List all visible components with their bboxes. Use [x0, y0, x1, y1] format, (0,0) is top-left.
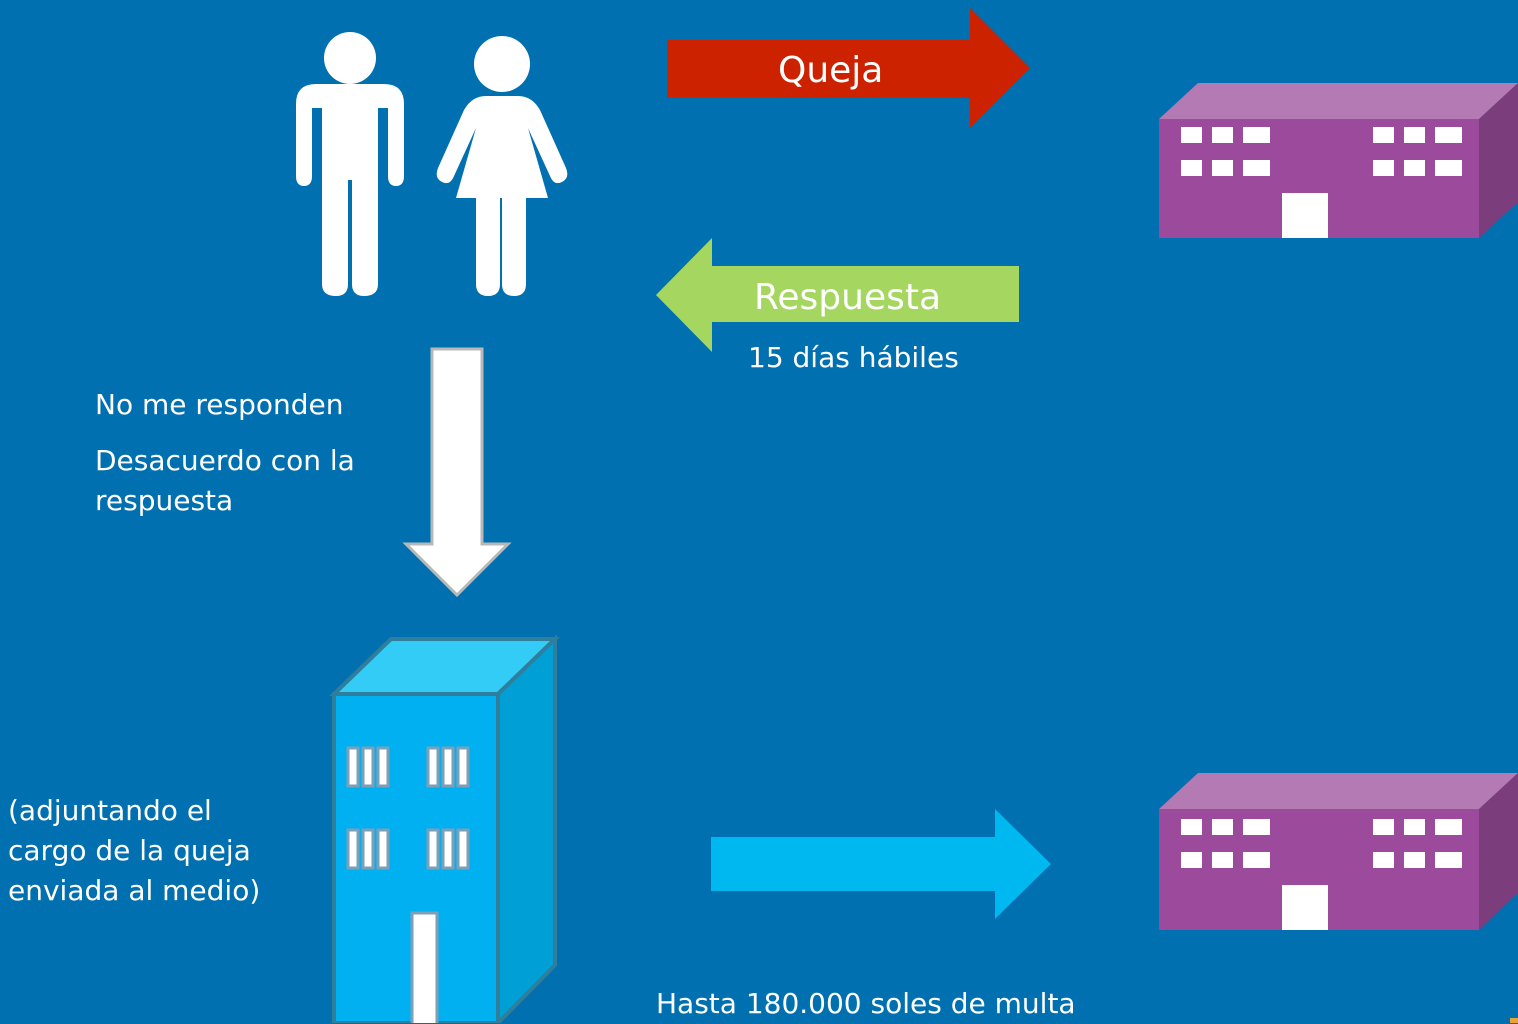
- complaint-label: Queja: [778, 50, 884, 91]
- man-icon: [296, 32, 404, 296]
- escalation-arrow: [402, 347, 512, 598]
- media-building-icon: [1159, 83, 1518, 238]
- escalation-reason-2: Desacuerdo con la respuesta: [95, 444, 355, 517]
- forward-arrow: [711, 809, 1051, 919]
- response-deadline: 15 días hábiles: [748, 341, 959, 374]
- regulator-building-icon: [329, 634, 560, 1023]
- woman-icon: [436, 36, 568, 296]
- media-building-icon-2: [1159, 773, 1518, 930]
- penalty-note: Hasta 180.000 soles de multa: [656, 987, 1076, 1020]
- escalation-reason-1: No me responden: [95, 388, 344, 421]
- complaint-arrow: [667, 8, 1030, 128]
- attachment-note: (adjuntando el cargo de la queja enviada…: [8, 794, 261, 907]
- response-arrow: [656, 238, 1019, 352]
- response-label: Respuesta: [754, 277, 942, 318]
- corner-accent: [1510, 1018, 1518, 1023]
